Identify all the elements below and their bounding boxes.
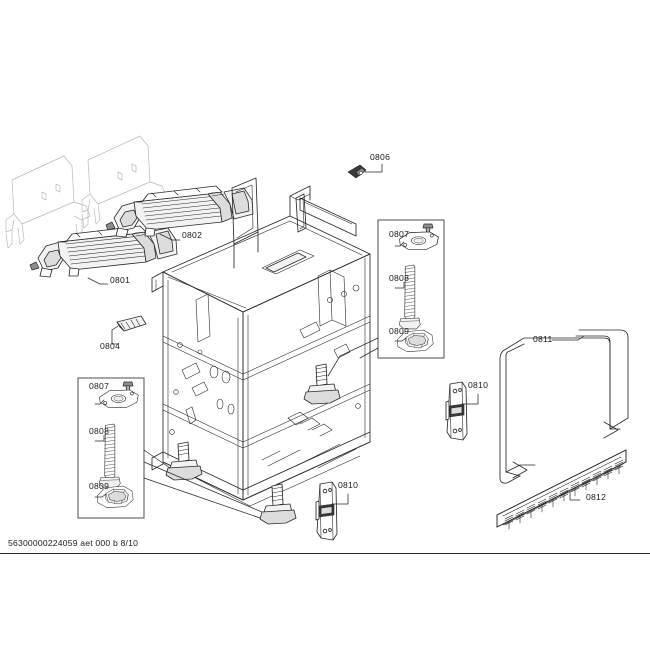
- detail-callout-lower: [77, 377, 263, 519]
- detail-callout-upper: [327, 219, 445, 377]
- label-0810-right: 0810: [468, 380, 488, 390]
- part-labels: 0801 0802 0804 0806 0807 0808 0809 0807 …: [89, 152, 606, 502]
- label-0802: 0802: [182, 230, 202, 240]
- label-0801: 0801: [110, 275, 130, 285]
- label-0811: 0811: [533, 334, 552, 344]
- part-0812-ventilation-grille: [496, 449, 627, 530]
- label-0806: 0806: [370, 152, 390, 162]
- part-0806-cable-clip: [347, 163, 383, 179]
- label-0804: 0804: [100, 341, 120, 351]
- label-0807-lower: 0807: [89, 381, 109, 391]
- label-0808-lower: 0808: [89, 426, 109, 436]
- label-0810-lower: 0810: [338, 480, 358, 490]
- sheet-caption: 56300000224059 aet 000 b 8/10: [8, 538, 139, 548]
- label-0808-upper: 0808: [389, 273, 409, 283]
- footer-divider: [0, 553, 650, 554]
- part-0801-blower: [29, 225, 178, 285]
- label-0807-upper: 0807: [389, 229, 409, 239]
- part-0810-bracket-lower: [315, 481, 349, 541]
- part-0810-bracket-right: [445, 381, 479, 441]
- part-0804-terminal-strip: [111, 315, 147, 345]
- label-0812: 0812: [586, 492, 606, 502]
- installed-foot-left: [165, 441, 203, 481]
- label-0809-lower: 0809: [89, 481, 109, 491]
- part-0802-blower: [105, 185, 254, 241]
- label-0809-upper: 0809: [389, 326, 409, 336]
- installed-foot-mid: [303, 363, 341, 405]
- installed-foot-front: [259, 483, 297, 525]
- part-0811-rear-panel: [499, 329, 629, 484]
